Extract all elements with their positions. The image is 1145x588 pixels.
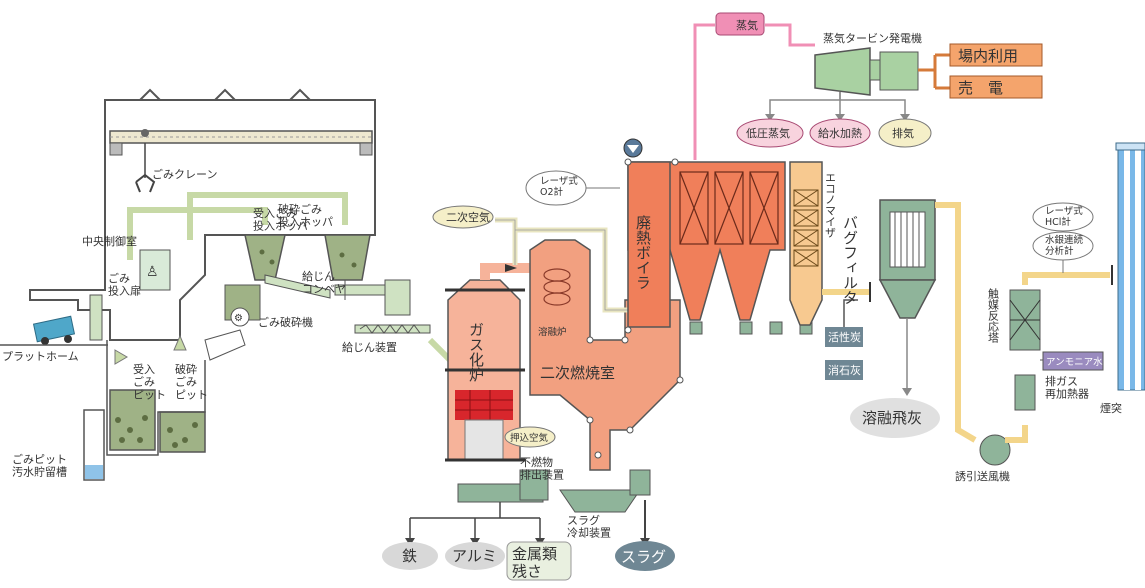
label-melt-furnace: 溶融炉: [538, 326, 567, 338]
label-activated-carbon: 活性炭: [828, 330, 861, 344]
label-noncombustible: 不燃物排出装置: [520, 455, 564, 482]
label-crush-pit: 破砕ごみピット: [175, 362, 208, 401]
dump-door: [90, 295, 102, 340]
label-melt-fly-ash: 溶融飛灰: [862, 409, 922, 427]
label-recv-pit: 受入ごみピット: [133, 363, 166, 401]
label-waste-heat-boiler: 廃熱ボイラ: [634, 214, 652, 290]
label-onsite-use: 場内利用: [958, 47, 1018, 65]
economizer: [790, 162, 822, 325]
power-section: 蒸気タービン発電機 場内利用 売 電 低圧蒸気 給水加熱 排気: [737, 31, 1042, 147]
label-slag: スラグ: [621, 548, 666, 566]
label-platform: プラットホーム: [2, 350, 79, 363]
label-gasifier: ガス化炉: [467, 322, 485, 382]
label-feeder: 給じん装置: [342, 340, 397, 354]
label-exhaust-reheater: 排ガス再加熱器: [1045, 374, 1089, 401]
label-iron: 鉄: [402, 547, 417, 565]
receiving-hopper: [245, 235, 285, 280]
label-aluminum: アルミ: [452, 547, 497, 565]
label-bag-filter: バグフィルタ: [841, 215, 859, 305]
label-blow-air: 押込空気: [510, 432, 549, 444]
exhaust-reheater: [1015, 375, 1035, 410]
label-slaked-lime: 消石灰: [828, 363, 861, 377]
label-sell-power: 売 電: [958, 79, 1003, 97]
label-slag-cooler: スラグ冷却装置: [567, 513, 611, 540]
svg-text:♙: ♙: [146, 264, 159, 280]
label-secondary-air: 二次空気: [446, 210, 490, 224]
label-exhaust: 排気: [892, 126, 914, 140]
label-crusher: ごみ破砕機: [258, 315, 313, 329]
slag-cooler: [560, 490, 640, 512]
label-induced-fan: 誘引送風機: [955, 469, 1010, 483]
label-low-pressure-steam: 低圧蒸気: [746, 126, 790, 140]
label-secondary-chamber: 二次燃焼室: [540, 364, 615, 382]
receiving-building: ごみクレーン ♙ ⚙: [0, 90, 465, 480]
gasifier-hot-zone: [455, 390, 513, 420]
label-crush-hopper: 破砕ごみ投入ホッパ: [278, 202, 333, 229]
label-catalytic-reactor: 触媒反応塔: [987, 287, 1000, 344]
label-door: ごみ投入扉: [108, 271, 141, 298]
label-crane: ごみクレーン: [152, 167, 217, 181]
generator: [880, 52, 918, 90]
label-control-room: 中央制御室: [82, 234, 137, 248]
steam-turbine: [815, 48, 870, 95]
label-ammonia: アンモニア水: [1046, 356, 1103, 368]
label-wastewater: ごみピット汚水貯留槽: [12, 452, 67, 479]
label-feedwater-heater: 給水加熱: [818, 126, 862, 140]
label-steam: 蒸気: [736, 18, 758, 32]
svg-text:⚙: ⚙: [234, 313, 243, 324]
label-chimney: 煙突: [1100, 401, 1122, 415]
label-turbine: 蒸気タービン発電機: [823, 31, 922, 45]
crush-pit: [160, 412, 205, 452]
label-economizer: エコノマイザ: [824, 172, 837, 238]
